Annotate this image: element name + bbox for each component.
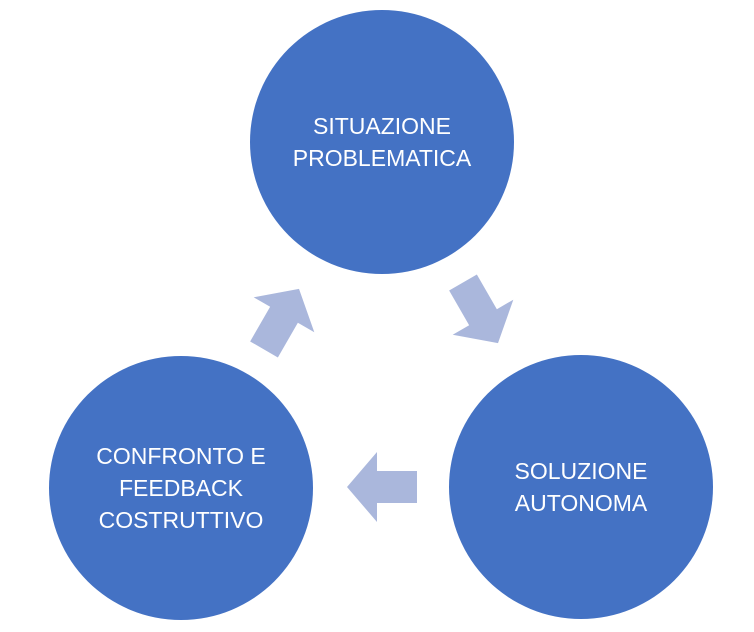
node-confronto-circle (49, 356, 313, 620)
arrow-soluzione-to-confronto (347, 452, 417, 522)
arrow-confronto-to-situazione (250, 288, 315, 358)
node-situazione-circle (250, 10, 514, 274)
arrow-situazione-to-soluzione (449, 274, 514, 344)
node-soluzione-circle (449, 355, 713, 619)
